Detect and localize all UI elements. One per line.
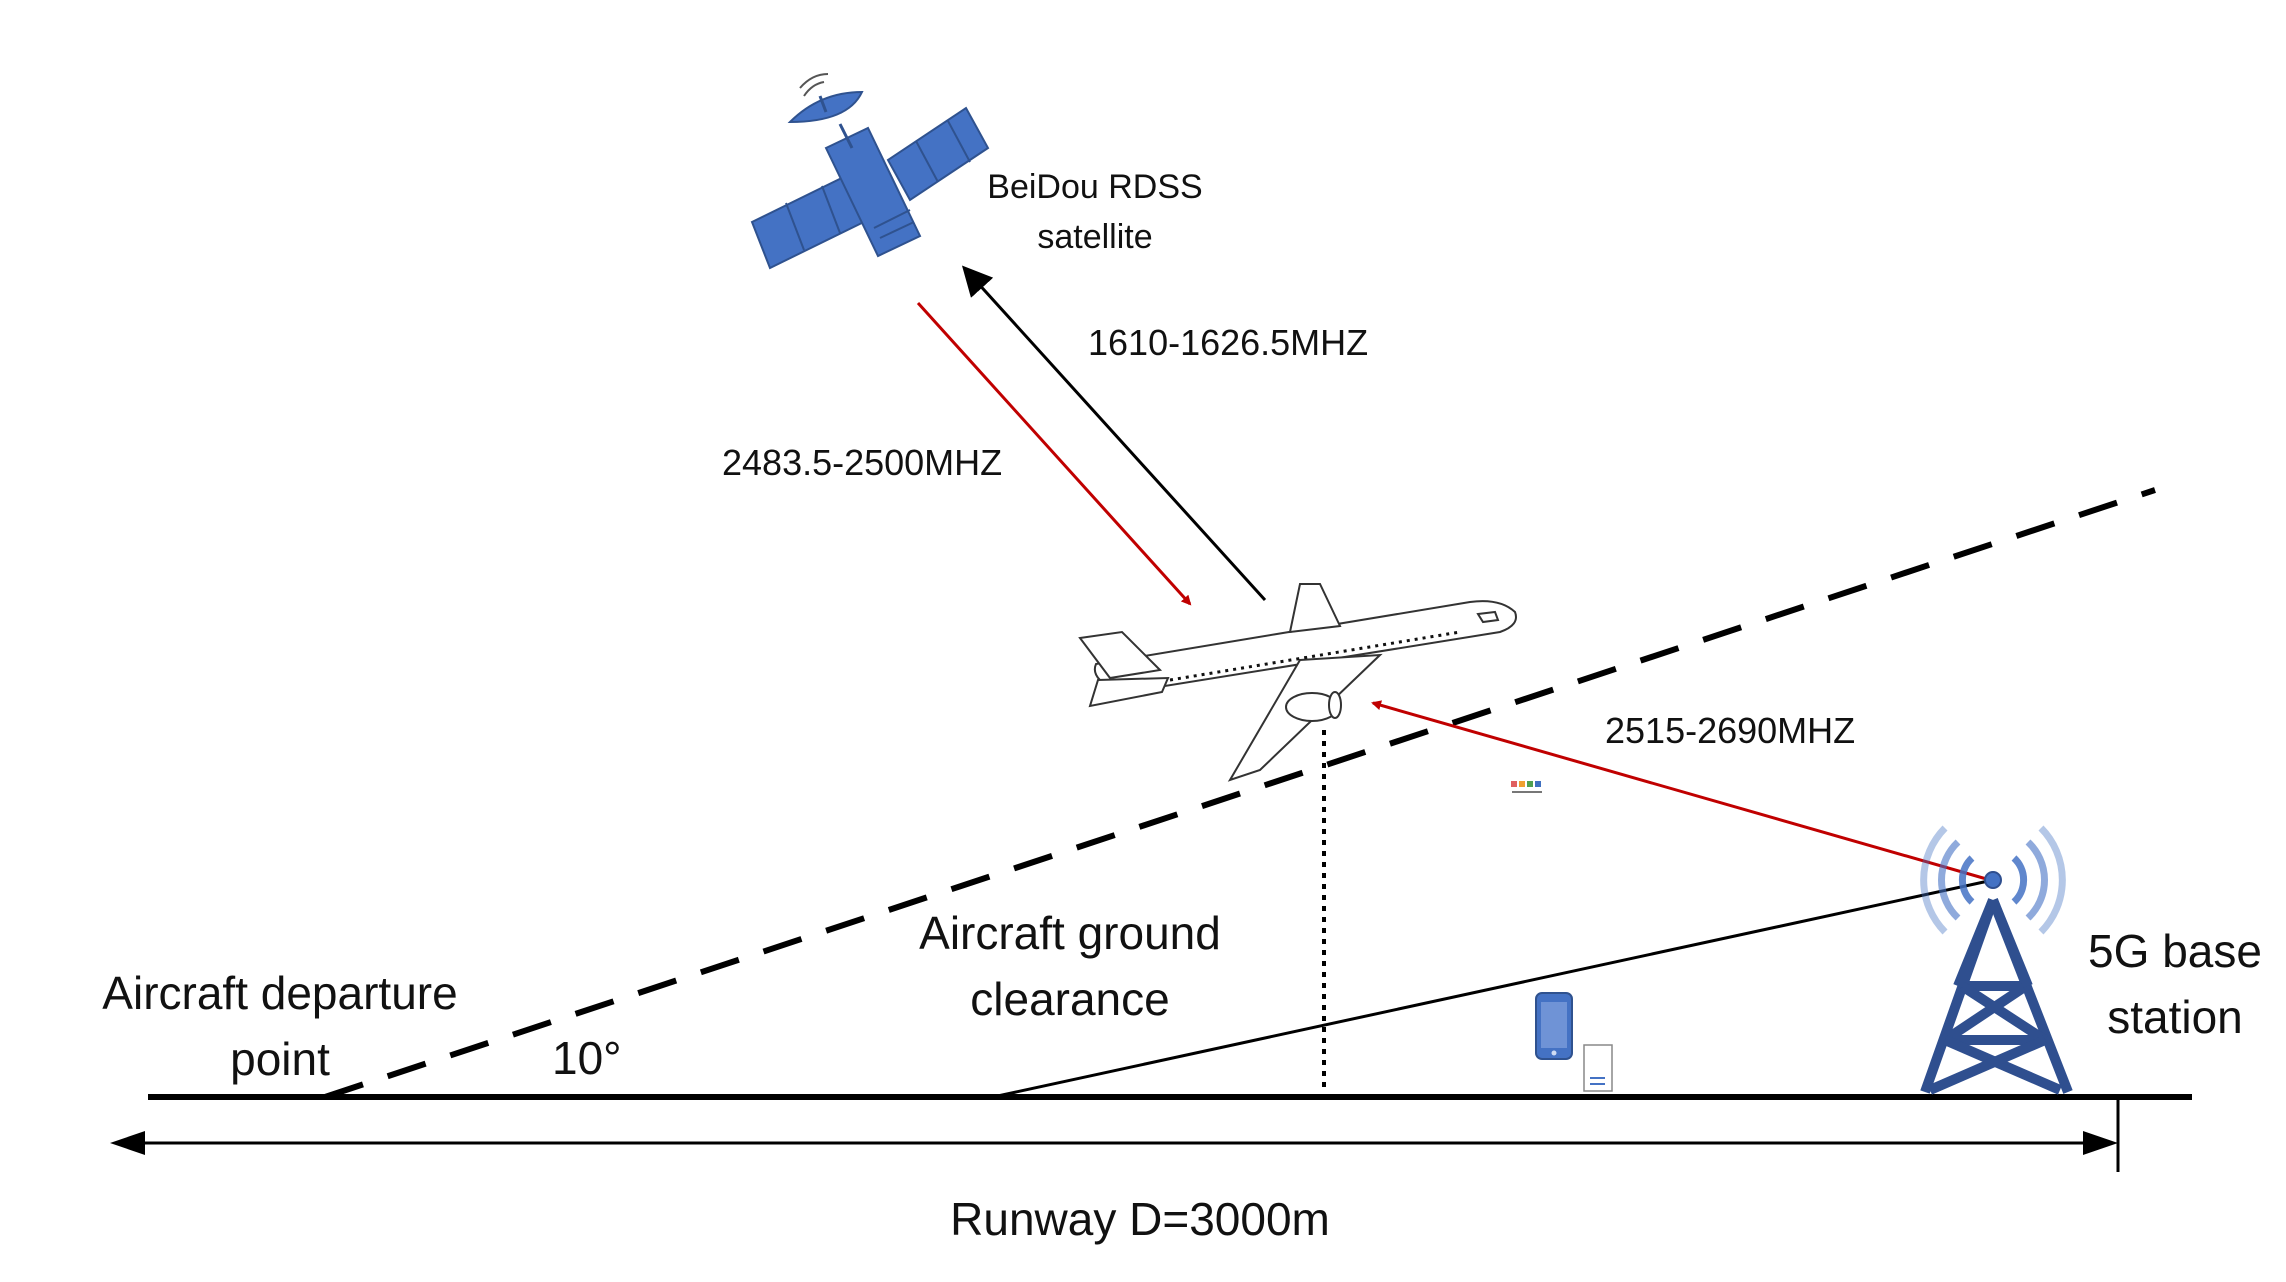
departure-point-label: Aircraft departure point <box>60 960 500 1092</box>
base-station-line2: station <box>2107 991 2243 1043</box>
satellite-label: BeiDou RDSS satellite <box>980 162 1210 262</box>
runway-length-label: Runway D=3000m <box>950 1193 1330 1245</box>
departure-point-line1: Aircraft departure <box>102 967 458 1019</box>
climb-angle-label: 10° <box>552 1032 622 1084</box>
satellite-label-line1: BeiDou RDSS <box>987 168 1203 206</box>
departure-point-line2: point <box>230 1033 330 1085</box>
climb-path-dashed-line <box>324 487 2156 1100</box>
base-station-label: 5G base station <box>2070 918 2280 1050</box>
uplink-arrow <box>961 265 1267 602</box>
satellite-icon <box>750 73 990 270</box>
tower-signal-waves <box>1920 825 2066 935</box>
base-station-link-arrow <box>1371 700 1991 882</box>
ground-clearance-line2: clearance <box>970 973 1170 1025</box>
phone-icon <box>1535 992 1573 1060</box>
base-station-line1: 5G base <box>2088 925 2262 977</box>
small-logo-icon <box>1508 778 1546 798</box>
runway-dimension-arrow <box>110 1097 2120 1172</box>
document-icon <box>1583 1044 1613 1092</box>
downlink-arrow <box>916 301 1192 606</box>
base-station-frequency-label: 2515-2690MHZ <box>1605 710 1856 751</box>
aircraft-windows <box>1169 630 1461 682</box>
tower-sight-line <box>992 878 1994 1099</box>
aircraft-icon <box>1078 583 1517 782</box>
downlink-frequency-label: 2483.5-2500MHZ <box>722 442 1003 483</box>
satellite-label-line2: satellite <box>1037 218 1153 256</box>
ground-clearance-label: Aircraft ground clearance <box>860 900 1280 1032</box>
uplink-frequency-label: 1610-1626.5MHZ <box>1088 322 1369 363</box>
tower-icon <box>1920 898 2073 1095</box>
ground-clearance-line1: Aircraft ground <box>919 907 1221 959</box>
